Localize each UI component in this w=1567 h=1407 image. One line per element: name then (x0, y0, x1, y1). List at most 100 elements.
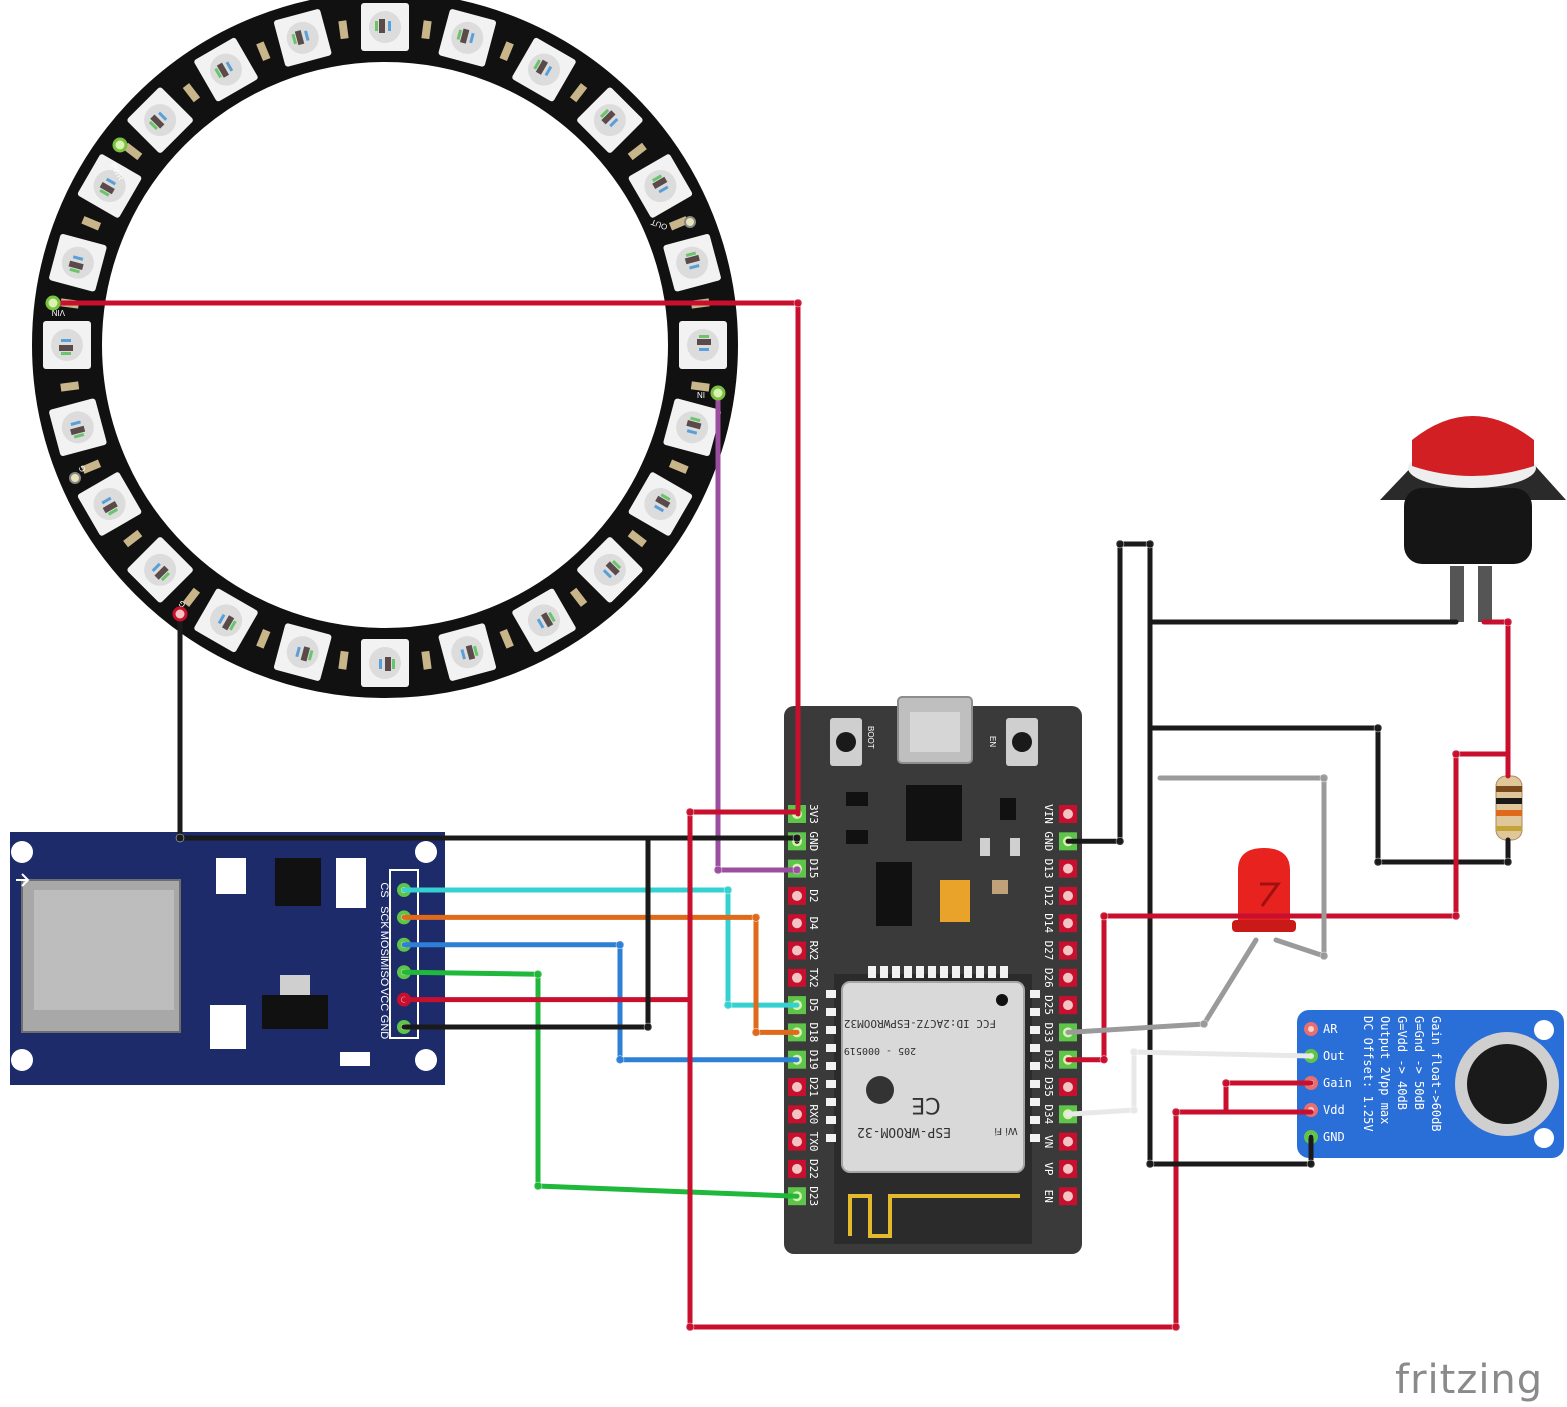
esp-pin-label: D21 (807, 1077, 820, 1097)
ring-led-die (300, 646, 311, 662)
ring-led-die-blue (653, 504, 665, 513)
ring-led-die-green (307, 650, 314, 661)
wire-sd-mosi (401, 942, 800, 1063)
wire-3v3-rail (687, 809, 1314, 1330)
espressif-logo (866, 1076, 894, 1104)
esp-pin-label: D18 (807, 1022, 820, 1042)
ring-capacitor (81, 216, 102, 231)
esp-pin-hole (1063, 1163, 1073, 1174)
esp-pin-label: VIN (1042, 804, 1055, 824)
wire-bend (533, 969, 543, 979)
esp-pin-label: D22 (807, 1159, 820, 1179)
ring-capacitor-body (690, 381, 710, 392)
ring-led-die-blue (469, 32, 475, 44)
wroom-pad (1030, 1044, 1040, 1052)
wroom-pad (1000, 966, 1008, 978)
sd-regulator-chip (262, 995, 328, 1029)
sd-pin-label: MOSI (378, 931, 390, 959)
sd-mount-hole-1 (11, 841, 33, 863)
ring-capacitor (123, 529, 143, 548)
ring-led (512, 588, 576, 653)
ring-led-die-blue (460, 649, 466, 660)
diode (1000, 798, 1016, 820)
ring-capacitor (569, 83, 588, 103)
ring-led-die-blue (151, 562, 161, 572)
ring-led (361, 3, 409, 51)
wire-bend (615, 1055, 625, 1064)
level-shifter-chip (275, 858, 321, 906)
ring-capacitor-body (627, 142, 647, 161)
wroom-pad (916, 966, 924, 978)
wroom-pad (826, 1008, 836, 1016)
wire-bend (1306, 1159, 1316, 1169)
ring-pad-in (710, 385, 726, 401)
ring-label-g1: G (77, 464, 88, 474)
ring-led-die-blue (70, 420, 81, 426)
esp-pin-label: VP (1042, 1162, 1055, 1176)
esp-pin-label: D25 (1042, 995, 1055, 1015)
wire-mic-out (1065, 1049, 1314, 1117)
ring-label-vin: VIN (51, 308, 65, 317)
wire-led-d33 (1065, 937, 1259, 1035)
wire-button-d32 (1065, 751, 1511, 1063)
ring-capacitor-body (421, 650, 432, 670)
wroom-pad (1030, 1062, 1040, 1070)
ring-led-die (605, 561, 620, 576)
mic-note: DC Offset: 1.25V (1361, 1016, 1375, 1132)
ring-led-die-green (690, 416, 701, 423)
wire-bend (685, 807, 695, 817)
mic-pin-label: AR (1323, 1022, 1338, 1036)
ring-capacitor-body (60, 381, 80, 392)
ring-led-die-green (69, 267, 80, 274)
mic-note: Gain float->60dB (1429, 1016, 1443, 1132)
ring-capacitor (499, 41, 514, 62)
esp-right-header: VINGNDD13D12D14D27D26D25D33D32D35D34VNVP… (1042, 804, 1077, 1206)
button-cap[interactable] (1412, 416, 1534, 476)
en-button-cap[interactable] (1012, 732, 1032, 752)
sd-slot-inner (34, 890, 174, 1010)
wire-bend (1503, 857, 1513, 867)
ring-led-die (385, 657, 391, 671)
ring-capacitor-body (338, 650, 349, 670)
ring-led-die-blue (105, 177, 117, 186)
esp-pin-label: D35 (1042, 1077, 1055, 1097)
esp-pin-hole (792, 1082, 802, 1092)
esp-pin-hole (792, 1136, 802, 1147)
esp-pin-label: D26 (1042, 968, 1055, 988)
ring-led-die (684, 254, 700, 265)
wroom-pad (940, 966, 948, 978)
ring-led (361, 639, 409, 687)
wire-bend (175, 833, 185, 843)
boot-button-cap[interactable] (836, 732, 856, 752)
esp-pin-label: D19 (807, 1050, 820, 1070)
sd-pin-label: MISO (378, 958, 390, 987)
ring-led-die-blue (602, 569, 612, 579)
ring-led (628, 154, 693, 218)
ring-capacitor (690, 381, 710, 392)
ring-capacitor (421, 20, 432, 40)
push-button[interactable] (1380, 416, 1566, 622)
wire-bend (1099, 1055, 1109, 1064)
mic-pin-label: Vdd (1323, 1103, 1345, 1117)
esp-pin-hole (1063, 1082, 1073, 1092)
esp-pin-label: D23 (807, 1186, 820, 1206)
esp-pin-label: TX0 (807, 1132, 820, 1152)
ring-led-die (541, 612, 554, 628)
ring-led-die-green (392, 659, 395, 669)
wire-bend (1451, 749, 1461, 759)
ring-led-die-blue (388, 21, 391, 31)
wire-bend (1373, 857, 1383, 867)
esp-pin-hole (1063, 945, 1073, 956)
ring-led-die-green (148, 120, 159, 131)
wroom-pad (826, 1062, 836, 1070)
ring-capacitor-body (81, 216, 102, 231)
ring-led-die-blue (536, 618, 545, 629)
wire-bend (1373, 723, 1383, 733)
wroom-pad (1030, 1098, 1040, 1106)
ring-led-die (70, 425, 86, 436)
sd-pin-label: CS (378, 882, 390, 897)
en-button-label: EN (988, 736, 997, 747)
wire-bend (1171, 1322, 1181, 1332)
